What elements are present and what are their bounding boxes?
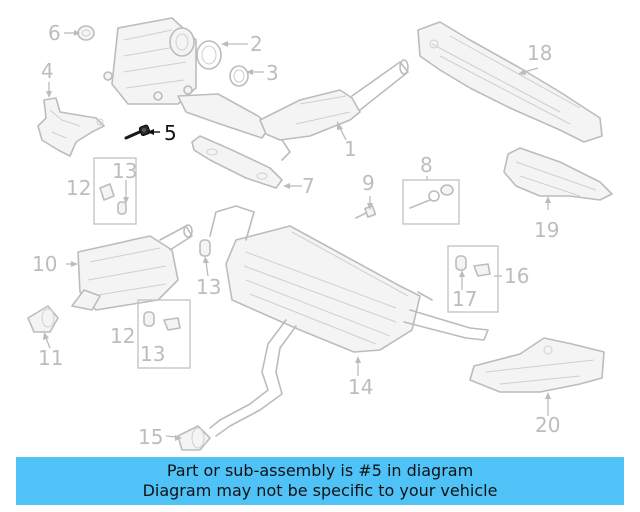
callout-1: 1 — [344, 137, 357, 161]
callout-5: 5 — [164, 121, 177, 145]
callout-10: 10 — [32, 252, 57, 276]
part-9-bolt — [355, 205, 377, 219]
part-6-cap — [77, 25, 95, 41]
callout-18: 18 — [527, 41, 552, 65]
callout-7: 7 — [302, 174, 315, 198]
callout-11: 11 — [38, 346, 63, 370]
banner-part-line: Part or sub-assembly is #5 in diagram — [166, 461, 474, 480]
callout-16: 16 — [504, 264, 529, 288]
catalytic-converter — [103, 17, 271, 139]
part-7-heat-shield — [191, 135, 283, 189]
callout-13-lower: 13 — [140, 342, 165, 366]
part-18-heat-shield — [417, 21, 603, 143]
part-19-heat-shield — [503, 147, 613, 201]
part-10-muffler — [71, 224, 193, 311]
part-2-gasket — [196, 40, 222, 70]
part-12-13-kit-box-lower — [137, 299, 191, 369]
callout-labels: 6 4 2 3 5 1 7 18 8 9 19 12 13 10 13 11 1… — [32, 21, 560, 449]
callout-15: 15 — [138, 425, 163, 449]
callout-13-upper: 13 — [112, 159, 137, 183]
info-banner: Part or sub-assembly is #5 in diagram Di… — [16, 457, 624, 505]
part-13-hanger-mid — [199, 239, 211, 257]
part-8-kit-box — [402, 179, 460, 225]
callout-12-upper: 12 — [66, 176, 91, 200]
callout-6: 6 — [48, 21, 61, 45]
part-15-clamp — [177, 425, 211, 451]
callout-13-mid: 13 — [196, 275, 221, 299]
banner-disclaimer-line: Diagram may not be specific to your vehi… — [142, 481, 498, 500]
part-4-bracket — [37, 97, 105, 157]
part-1-front-pipe — [259, 59, 409, 161]
part-5-bolt-highlighted — [124, 124, 151, 140]
callout-14: 14 — [348, 375, 373, 399]
callout-12-lower: 12 — [110, 324, 135, 348]
part-16-17-kit-box — [447, 245, 499, 313]
callout-19: 19 — [534, 218, 559, 242]
callout-4: 4 — [41, 59, 54, 83]
callout-17: 17 — [452, 287, 477, 311]
callout-8: 8 — [420, 153, 433, 177]
leader-lines — [43, 30, 551, 441]
callout-3: 3 — [266, 61, 279, 85]
part-14-rear-muffler — [209, 205, 489, 437]
part-20-heat-shield — [469, 337, 605, 393]
callout-9: 9 — [362, 171, 375, 195]
part-12-13-kit-box-upper — [93, 157, 137, 225]
part-11-clamp — [27, 305, 59, 333]
callout-2: 2 — [250, 32, 263, 56]
part-3-gasket — [229, 65, 249, 87]
callout-20: 20 — [535, 413, 560, 437]
